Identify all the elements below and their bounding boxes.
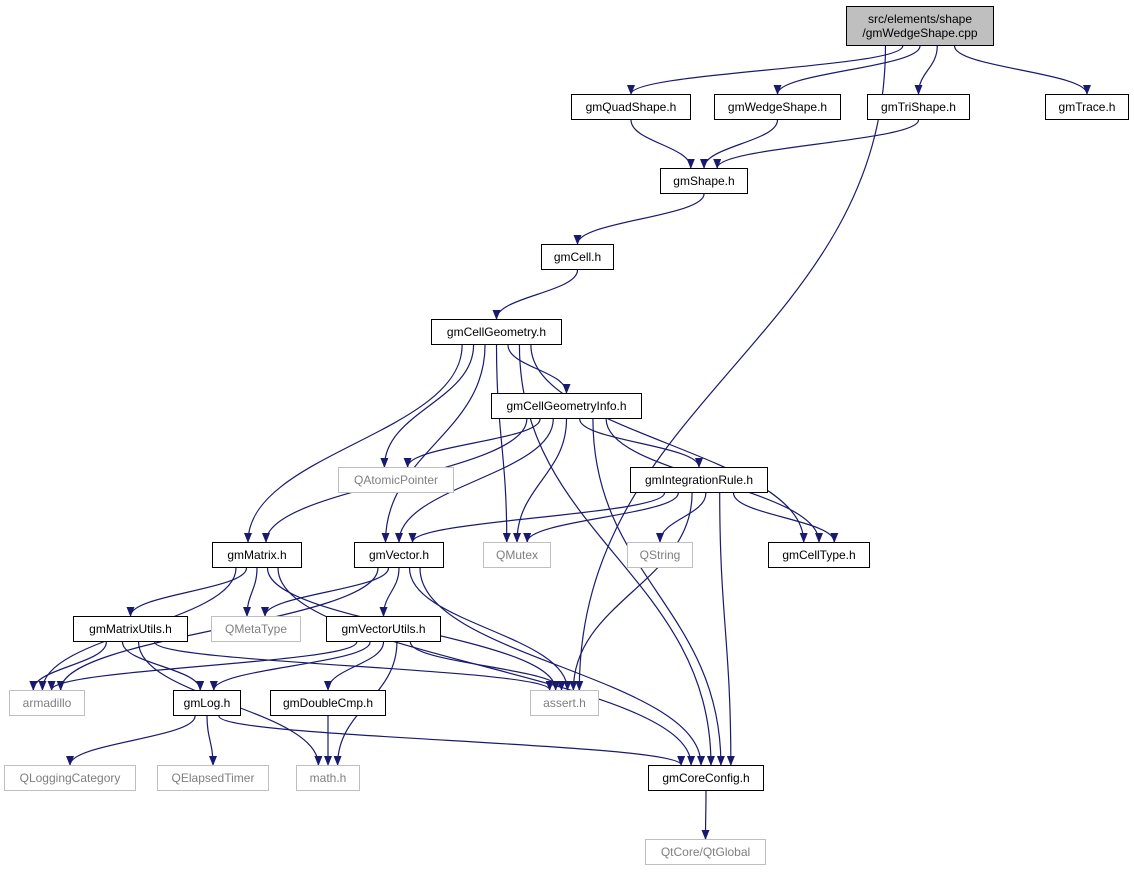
edge-main-to-gmtrace <box>953 45 1091 95</box>
edge-gmmatrixutils-to-assert <box>154 641 554 691</box>
node-gmcoreconfig[interactable]: gmCoreConfig.h <box>648 765 764 791</box>
edge-gmlog-to-qloggingcategory <box>66 715 196 766</box>
node-gmquadshape[interactable]: gmQuadShape.h <box>571 94 691 120</box>
node-assert: assert.h <box>530 690 599 716</box>
edge-main-to-gmwedgeshape <box>773 45 921 95</box>
edge-gmvectorutils-to-gmlog <box>209 641 371 691</box>
edge-main-to-gmquadshape <box>627 45 904 95</box>
node-gmcellgeometryinfo[interactable]: gmCellGeometryInfo.h <box>491 393 642 419</box>
edge-gmvectorutils-to-armadillo <box>47 641 358 691</box>
edge-gmvectorutils-to-assert <box>409 641 566 691</box>
edge-gmmatrix-to-gmmatrixutils <box>126 567 248 617</box>
node-gmmatrix[interactable]: gmMatrix.h <box>212 542 302 568</box>
node-math: math.h <box>296 765 360 791</box>
edge-gmlog-to-gmcoreconfig <box>218 715 685 766</box>
edge-gmtrishape-to-gmshape <box>713 119 920 169</box>
node-qmutex: QMutex <box>483 542 551 568</box>
edge-gmvectorutils-to-gmdoublecmp <box>324 641 385 691</box>
node-gmvector[interactable]: gmVector.h <box>354 542 444 568</box>
node-gmwedgeshape[interactable]: gmWedgeShape.h <box>714 94 841 120</box>
edge-gmcell-to-gmcellgeometry <box>492 269 579 320</box>
edge-gmvector-to-qmetatype <box>261 567 390 617</box>
edge-gmcellgeometry-to-qatomicpointer <box>380 344 475 468</box>
edge-gmcellgeometry-to-gmvector <box>381 344 486 543</box>
node-gmshape[interactable]: gmShape.h <box>660 168 748 194</box>
node-gmtrishape[interactable]: gmTriShape.h <box>867 94 970 120</box>
edge-gmintegrationrule-to-gmcoreconfig <box>719 492 735 766</box>
edge-gmcellgeometry-to-qmutex <box>495 344 511 543</box>
node-gmcell[interactable]: gmCell.h <box>541 244 614 270</box>
edge-gmvector-to-assert <box>408 567 572 691</box>
node-qloggingcategory: QLoggingCategory <box>4 765 136 791</box>
edge-gmintegrationrule-to-qstring <box>656 492 707 543</box>
node-gmintegrationrule[interactable]: gmIntegrationRule.h <box>630 467 768 493</box>
edge-gmlog-to-qelapsedtimer <box>206 715 217 766</box>
edge-gmcellgeometryinfo-to-gmvector <box>395 418 554 543</box>
node-qatomicpointer: QAtomicPointer <box>338 467 454 493</box>
edge-gmintegrationrule-to-gmcelltype <box>732 492 839 543</box>
edge-gmmatrix-to-gmcoreconfig <box>277 567 696 766</box>
edge-gmintegrationrule-to-gmvector <box>408 492 666 543</box>
edge-gmcellgeometry-to-gmcellgeometryinfo <box>507 344 571 394</box>
edge-main-to-assert <box>575 45 887 691</box>
edge-gmmatrix-to-qmetatype <box>243 567 258 617</box>
edge-gmintegrationrule-to-assert <box>569 492 693 691</box>
edge-gmcellgeometryinfo-to-gmintegrationrule <box>579 418 703 468</box>
node-gmmatrixutils[interactable]: gmMatrixUtils.h <box>73 616 188 642</box>
node-gmcellgeometry[interactable]: gmCellGeometry.h <box>431 319 562 345</box>
edge-gmintegrationrule-to-qmutex <box>523 492 679 543</box>
edge-gmcellgeometryinfo-to-qmutex <box>513 418 568 543</box>
edge-gmcellgeometry-to-gmmatrix <box>244 344 463 543</box>
edge-gmquadshape-to-gmshape <box>630 119 695 169</box>
edge-gmcellgeometryinfo-to-gmcoreconfig <box>592 418 725 766</box>
node-gmcelltype[interactable]: gmCellType.h <box>768 542 870 568</box>
node-main[interactable]: src/elements/shape /gmWedgeShape.cpp <box>846 6 994 46</box>
node-qstring: QString <box>627 542 693 568</box>
node-qelapsedtimer: QElapsedTimer <box>157 765 269 791</box>
edge-gmcellgeometryinfo-to-qatomicpointer <box>403 418 541 468</box>
edge-gmvector-to-gmvectorutils <box>379 567 400 617</box>
edge-gmwedgeshape-to-gmshape <box>700 119 779 169</box>
node-gmtrace[interactable]: gmTrace.h <box>1045 94 1129 120</box>
edge-gmshape-to-gmcell <box>573 193 705 245</box>
edge-gmcellgeometry-to-gmcelltype <box>530 344 808 543</box>
node-gmdoublecmp[interactable]: gmDoubleCmp.h <box>270 690 386 716</box>
node-gmlog[interactable]: gmLog.h <box>173 690 241 716</box>
node-armadillo: armadillo <box>9 690 85 716</box>
node-gmvectorutils[interactable]: gmVectorUtils.h <box>326 616 441 642</box>
edge-gmmatrixutils-to-gmlog <box>121 641 205 691</box>
edge-gmvector-to-gmcoreconfig <box>419 567 706 766</box>
node-qmetatype: QMetaType <box>211 616 301 642</box>
edge-main-to-gmtrishape <box>914 45 938 95</box>
node-qtglobal: QtCore/QtGlobal <box>645 839 766 865</box>
edge-gmcoreconfig-to-qtglobal <box>701 790 710 840</box>
edge-gmmatrixutils-to-armadillo <box>29 641 107 691</box>
